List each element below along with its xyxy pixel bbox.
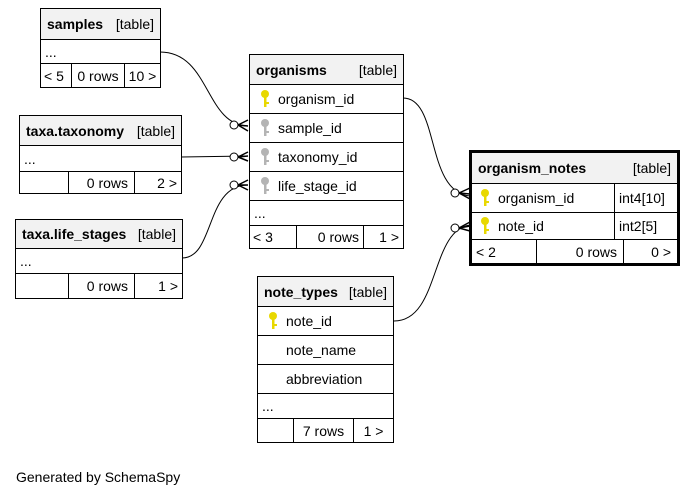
children-count: 1 > [363, 226, 403, 248]
table-header: taxa.taxonomy [table] [20, 116, 181, 146]
more-columns: ... [20, 146, 181, 172]
row-count: 7 rows [293, 419, 353, 442]
children-count: 10 > [124, 64, 160, 87]
table-type-tag: [table] [348, 283, 387, 300]
table-taxa-taxonomy[interactable]: taxa.taxonomy [table] ... 0 rows 2 > [19, 115, 182, 194]
table-name: organisms [256, 61, 327, 78]
table-header: taxa.life_stages [table] [16, 220, 182, 249]
no-key-spacer [266, 339, 280, 361]
table-organisms[interactable]: organisms [table] organism_id sample_id … [249, 54, 404, 249]
parents-count [16, 274, 68, 298]
column-name: life_stage_id [278, 178, 357, 194]
foreign-key-icon [258, 175, 272, 197]
column-name: note_id [498, 218, 544, 234]
more-columns: ... [41, 40, 160, 64]
crowfoot [458, 221, 471, 232]
table-type-tag: [table] [136, 122, 175, 139]
row-count: 0 rows [536, 240, 623, 263]
relationship-lifestages-organisms [181, 184, 249, 259]
row-count: 0 rows [68, 172, 134, 193]
table-header: note_types [table] [258, 277, 393, 307]
table-footer: 7 rows 1 > [258, 419, 393, 442]
table-header: organism_notes [table] [472, 153, 677, 184]
table-type-tag: [table] [115, 16, 154, 32]
column-row[interactable]: note_name [258, 336, 393, 365]
crowfoot [458, 187, 471, 200]
more-columns: ... [258, 394, 393, 419]
crowfoot-ring [450, 223, 460, 233]
children-count: 2 > [134, 172, 181, 193]
table-type-tag: [table] [358, 61, 397, 78]
table-header: organisms [table] [250, 55, 403, 85]
column-name: note_id [286, 313, 332, 329]
table-header: samples [table] [41, 9, 160, 40]
table-footer: < 3 0 rows 1 > [250, 226, 403, 248]
table-taxa-life-stages[interactable]: taxa.life_stages [table] ... 0 rows 1 > [15, 219, 183, 299]
row-count: 0 rows [71, 64, 124, 87]
crowfoot-ring [229, 152, 239, 162]
crowfoot [237, 119, 249, 132]
column-type: int4[10] [614, 184, 677, 212]
parents-count: < 2 [476, 243, 496, 260]
primary-key-icon [258, 88, 272, 110]
column-name: abbreviation [286, 371, 363, 387]
column-name: note_name [286, 342, 357, 358]
column-name: organism_id [498, 190, 575, 206]
table-type-tag: [table] [137, 226, 176, 242]
column-row[interactable]: organism_id [250, 85, 403, 114]
primary-key-icon [478, 215, 492, 237]
column-type: int2[5] [614, 213, 677, 239]
generated-by-label: Generated by SchemaSpy [16, 469, 181, 485]
table-name: note_types [264, 283, 338, 300]
column-row[interactable]: note_id int2[5] [472, 213, 677, 240]
column-name: sample_id [278, 120, 342, 136]
column-name: taxonomy_id [278, 149, 358, 165]
column-row[interactable]: note_id [258, 307, 393, 336]
crowfoot-ring [229, 120, 239, 130]
column-row[interactable]: taxonomy_id [250, 143, 403, 172]
table-footer: < 5 0 rows 10 > [41, 64, 160, 87]
no-key-spacer [266, 368, 280, 390]
children-count: 1 > [134, 274, 182, 298]
children-count: 0 > [623, 240, 677, 263]
foreign-key-icon [258, 146, 272, 168]
table-note-types[interactable]: note_types [table] note_id note_name abb… [257, 276, 394, 443]
table-name: taxa.life_stages [22, 226, 127, 242]
table-name: taxa.taxonomy [26, 122, 125, 139]
column-name: organism_id [278, 91, 355, 107]
table-type-tag: [table] [632, 160, 671, 176]
table-footer: < 2 0 rows 0 > [472, 240, 677, 263]
crowfoot [237, 151, 249, 162]
table-name: organism_notes [478, 160, 587, 176]
column-row[interactable]: organism_id int4[10] [472, 184, 677, 213]
table-organism-notes[interactable]: organism_notes [table] organism_id int4[… [469, 150, 680, 266]
crowfoot [237, 179, 249, 191]
primary-key-icon [266, 310, 280, 332]
relationship-organisms-notes [402, 97, 471, 197]
more-columns: ... [16, 249, 182, 274]
crowfoot-ring [229, 180, 239, 190]
children-count: 1 > [353, 419, 393, 442]
foreign-key-icon [258, 117, 272, 139]
parents-count: < 5 [44, 67, 64, 84]
parents-count [20, 172, 68, 193]
column-row[interactable]: life_stage_id [250, 172, 403, 201]
crowfoot-ring [450, 188, 460, 198]
parents-count: < 3 [253, 229, 273, 245]
table-footer: 0 rows 1 > [16, 274, 182, 298]
column-row[interactable]: abbreviation [258, 365, 393, 394]
more-columns: ... [250, 201, 403, 226]
column-row[interactable]: sample_id [250, 114, 403, 143]
row-count: 0 rows [296, 226, 363, 248]
table-name: samples [47, 16, 104, 32]
table-samples[interactable]: samples [table] ... < 5 0 rows 10 > [40, 8, 161, 88]
primary-key-icon [478, 187, 492, 209]
row-count: 0 rows [68, 274, 134, 298]
parents-count [258, 419, 293, 442]
relationship-notetypes-notes [393, 224, 471, 322]
table-footer: 0 rows 2 > [20, 172, 181, 193]
